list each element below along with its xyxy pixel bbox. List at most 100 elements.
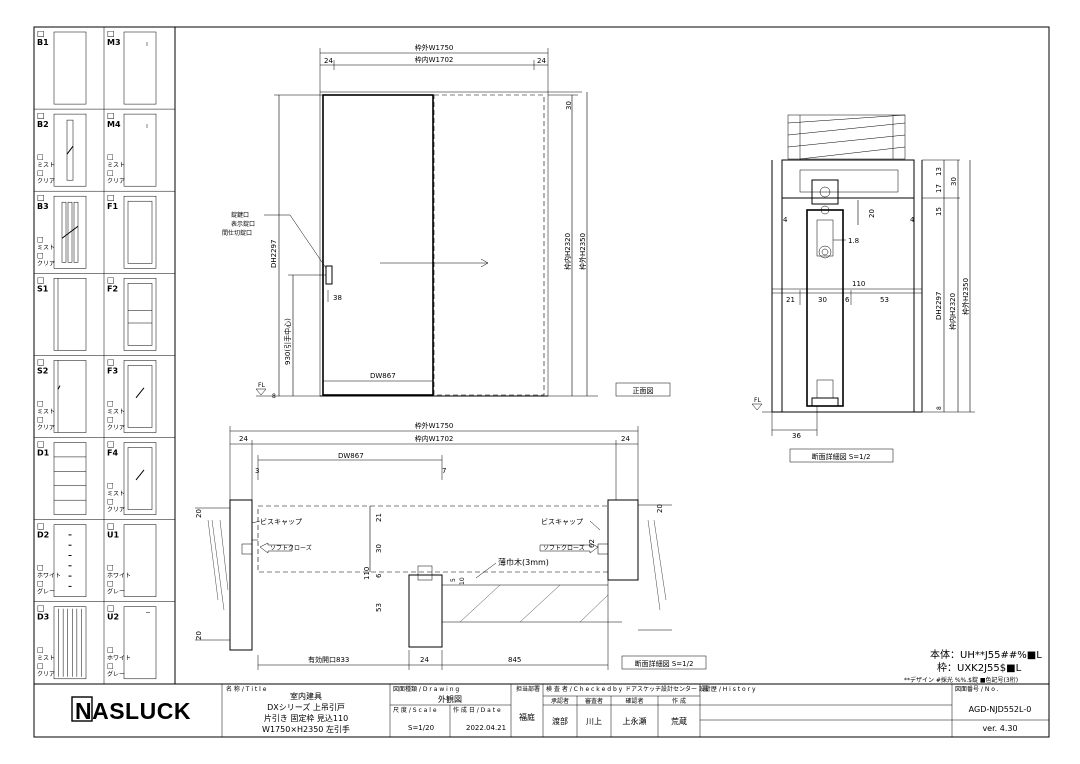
variant-catalog: □B1□M3□B2□ミスト□クリア□M4□ミスト□クリア□B3□ミスト□クリア□…: [34, 27, 175, 685]
variant-checkbox[interactable]: □: [37, 29, 45, 38]
variant-checkbox[interactable]: □: [37, 111, 45, 120]
option-checkbox[interactable]: □: [37, 235, 44, 243]
soft-close-left: [259, 542, 293, 554]
option-checkbox[interactable]: □: [107, 662, 114, 670]
section-floor-dim: 8: [936, 406, 943, 410]
option-checkbox[interactable]: □: [107, 482, 114, 490]
variant-code: U1: [107, 531, 119, 540]
option-checkbox[interactable]: □: [107, 416, 114, 424]
check-header: 検 査 者 / C h e c k e d b y: [546, 685, 623, 693]
variant-m3[interactable]: □M3: [107, 29, 157, 105]
scale-value: S=1/20: [408, 724, 434, 732]
section-h-30: 30: [950, 177, 958, 186]
plan-outer-width: 枠外W1750: [415, 421, 454, 430]
variant-f2[interactable]: □F2: [107, 275, 157, 351]
front-right-margin: 24: [537, 57, 546, 65]
variant-checkbox[interactable]: □: [37, 357, 45, 366]
variant-checkbox[interactable]: □: [37, 522, 45, 531]
variant-code: M3: [107, 38, 121, 47]
option-checkbox[interactable]: □: [37, 153, 44, 161]
date-header: 作 成 日 / D a t e: [453, 706, 501, 714]
right-jamb: [607, 499, 639, 581]
option-checkbox[interactable]: □: [37, 564, 44, 572]
option-checkbox[interactable]: □: [37, 580, 44, 588]
front-outer-width: 枠外W1750: [415, 43, 454, 52]
variant-b1[interactable]: □B1: [37, 29, 87, 105]
option-checkbox[interactable]: □: [107, 564, 114, 572]
variant-checkbox[interactable]: □: [107, 604, 115, 613]
section-h-15: 15: [935, 207, 943, 216]
variant-code: S1: [37, 284, 49, 293]
variant-s1[interactable]: □S1: [37, 275, 87, 351]
variant-checkbox[interactable]: □: [37, 275, 45, 284]
variant-checkbox[interactable]: □: [107, 111, 115, 120]
title-line4: W1750×H2350 左引手: [262, 724, 350, 734]
front-door-height: DH2297: [270, 240, 278, 268]
plan-opening-845: 845: [508, 656, 521, 664]
plan-opening: 有効開口833: [308, 655, 349, 664]
title-line2: DXシリーズ 上吊引戸: [267, 702, 345, 712]
variant-door-thumbnail: [53, 195, 87, 269]
plan-dim-5: 5: [450, 578, 457, 582]
variant-checkbox[interactable]: □: [107, 29, 115, 38]
option-checkbox[interactable]: □: [107, 169, 114, 177]
option-checkbox[interactable]: □: [107, 153, 114, 161]
variant-checkbox[interactable]: □: [107, 275, 115, 284]
variant-checkbox[interactable]: □: [37, 440, 45, 449]
plan-soft-close-left: ソフトクローズ: [270, 544, 312, 552]
option-checkbox[interactable]: □: [37, 251, 44, 259]
variant-checkbox[interactable]: □: [107, 193, 115, 202]
variant-m4[interactable]: □M4□ミスト□クリア: [107, 111, 157, 187]
history-header: 履 歴 / H i s t o r y: [703, 686, 756, 693]
variant-checkbox[interactable]: □: [107, 357, 115, 366]
variant-d1[interactable]: □D1: [37, 440, 87, 515]
variant-code: D3: [37, 613, 49, 622]
variant-code: B2: [37, 120, 49, 129]
plan-dim-3: 3: [255, 467, 259, 475]
option-checkbox[interactable]: □: [107, 646, 114, 654]
plan-screw-cap-left: ビスキャップ: [260, 517, 302, 526]
doc-header: 図面番号 / N o .: [955, 686, 999, 693]
variant-s2[interactable]: □S2□ミスト□クリア: [37, 357, 87, 433]
variant-door-thumbnail: [53, 524, 87, 597]
variant-checkbox[interactable]: □: [37, 604, 45, 613]
variant-door-thumbnail: [53, 278, 87, 351]
option-checkbox[interactable]: □: [37, 646, 44, 654]
section-h-13: 13: [935, 167, 943, 176]
variant-door-thumbnail: [53, 113, 87, 187]
variant-u1[interactable]: □U1□ホワイト□グレー: [107, 522, 157, 597]
approval-role: 確認者: [625, 697, 643, 705]
option-label: クリア: [37, 425, 55, 432]
approver-name: 上永瀬: [623, 716, 647, 726]
variant-f1[interactable]: □F1: [107, 193, 157, 269]
option-label: ミスト: [37, 244, 55, 251]
option-checkbox[interactable]: □: [107, 400, 114, 408]
section-detail-label: 断面詳細図 S=1/2: [812, 452, 871, 461]
plan-dim-62: 62: [588, 539, 596, 548]
option-checkbox[interactable]: □: [37, 416, 44, 424]
variant-f3[interactable]: □F3□ミスト□クリア: [107, 357, 157, 433]
door-leaf-plan: [257, 505, 609, 573]
option-checkbox[interactable]: □: [107, 580, 114, 588]
option-checkbox[interactable]: □: [107, 498, 114, 506]
variant-d3[interactable]: □D3□ミスト□クリア: [37, 604, 87, 680]
variant-d2[interactable]: □D2□ホワイト□グレー: [37, 522, 87, 597]
option-checkbox[interactable]: □: [37, 169, 44, 177]
door-panel: [322, 94, 434, 396]
section-width-30: 30: [818, 296, 827, 304]
nasluck-logo: NASLUCK: [75, 698, 191, 724]
variant-b2[interactable]: □B2□ミスト□クリア: [37, 111, 87, 187]
variant-checkbox[interactable]: □: [107, 522, 115, 531]
check-header2: ドアスケッチ設計センター 設計: [625, 685, 711, 693]
date-value: 2022.04.21: [466, 724, 506, 732]
variant-checkbox[interactable]: □: [107, 440, 115, 449]
option-checkbox[interactable]: □: [37, 400, 44, 408]
variant-checkbox[interactable]: □: [37, 193, 45, 202]
variant-u2[interactable]: □U2□ホワイト□グレー: [107, 604, 157, 680]
variant-door-thumbnail: [123, 195, 157, 269]
plan-detail-label: 断面詳細図 S=1/2: [635, 659, 694, 668]
variant-f4[interactable]: □F4□ミスト□クリア: [107, 440, 157, 515]
option-checkbox[interactable]: □: [37, 662, 44, 670]
section-dim-36: 36: [792, 432, 801, 440]
variant-b3[interactable]: □B3□ミスト□クリア: [37, 193, 87, 269]
